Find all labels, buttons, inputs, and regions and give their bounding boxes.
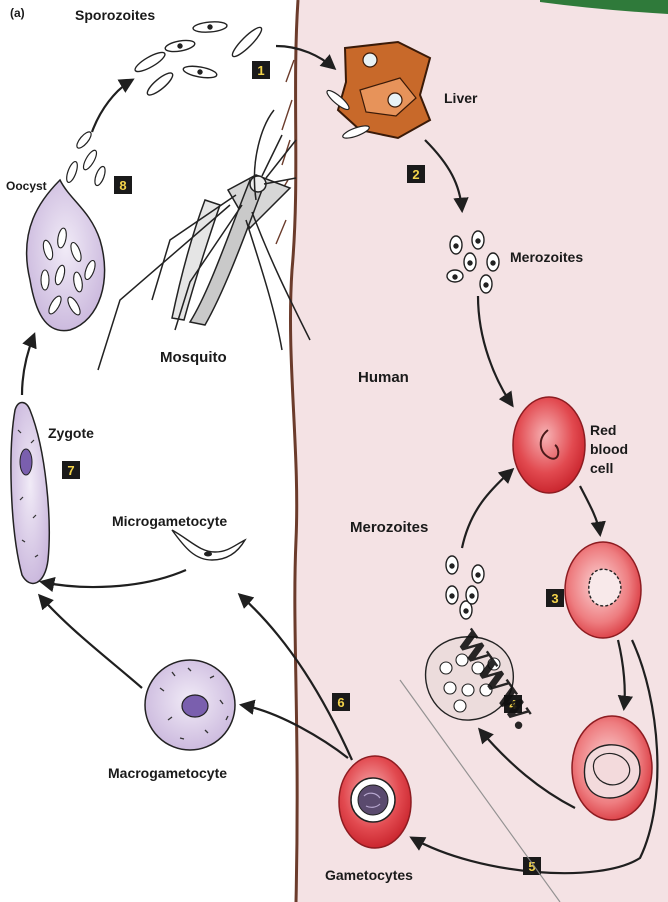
- arrow-7-to-8: [22, 335, 34, 395]
- step-1-marker: 1: [252, 61, 270, 79]
- arrow-8-to-sporozoites: [92, 80, 132, 132]
- label-oocyst: Oocyst: [6, 179, 47, 193]
- step-8-marker: 8: [114, 176, 132, 194]
- label-gametocytes: Gametocytes: [325, 867, 413, 883]
- trophozoite-rbc: [565, 542, 641, 638]
- label-liver: Liver: [444, 90, 478, 106]
- label-merozoites-top: Merozoites: [510, 249, 583, 265]
- arrow-micro-to-zygote: [42, 570, 186, 587]
- step-7-marker: 7: [62, 461, 80, 479]
- svg-text:8: 8: [119, 178, 126, 193]
- label-microgametocyte: Microgametocyte: [112, 513, 227, 529]
- arrow-macro-to-zygote: [40, 596, 142, 688]
- label-zygote: Zygote: [48, 425, 94, 441]
- macrogametocyte-cell: [145, 660, 235, 750]
- svg-text:2: 2: [412, 167, 419, 182]
- sporozoites-cells: [133, 21, 265, 99]
- label-human: Human: [358, 369, 409, 386]
- label-rbc-line3: cell: [590, 460, 613, 476]
- microgametocyte-cell: [172, 530, 245, 560]
- label-sporozoites: Sporozoites: [75, 7, 155, 23]
- label-macrogametocyte: Macrogametocyte: [108, 765, 227, 781]
- step-2-marker: 2: [407, 165, 425, 183]
- svg-text:6: 6: [337, 695, 344, 710]
- label-mosquito: Mosquito: [160, 349, 227, 366]
- label-rbc-line2: blood: [590, 441, 628, 457]
- svg-text:7: 7: [67, 463, 74, 478]
- oocyst-cell: [27, 130, 108, 331]
- label-merozoites-mid: Merozoites: [350, 519, 428, 536]
- step-6-marker: 6: [332, 693, 350, 711]
- svg-text:3: 3: [551, 591, 558, 606]
- panel-label: (a): [10, 6, 25, 20]
- gametocyte-rbc: [339, 756, 411, 848]
- red-blood-cell: [513, 397, 585, 493]
- step-3-marker: 3: [546, 589, 564, 607]
- zygote-cell: [11, 403, 49, 584]
- svg-text:1: 1: [257, 63, 264, 78]
- skin-texture: [276, 60, 294, 244]
- label-rbc-line1: Red: [590, 422, 616, 438]
- schizont-rbc: [572, 716, 652, 820]
